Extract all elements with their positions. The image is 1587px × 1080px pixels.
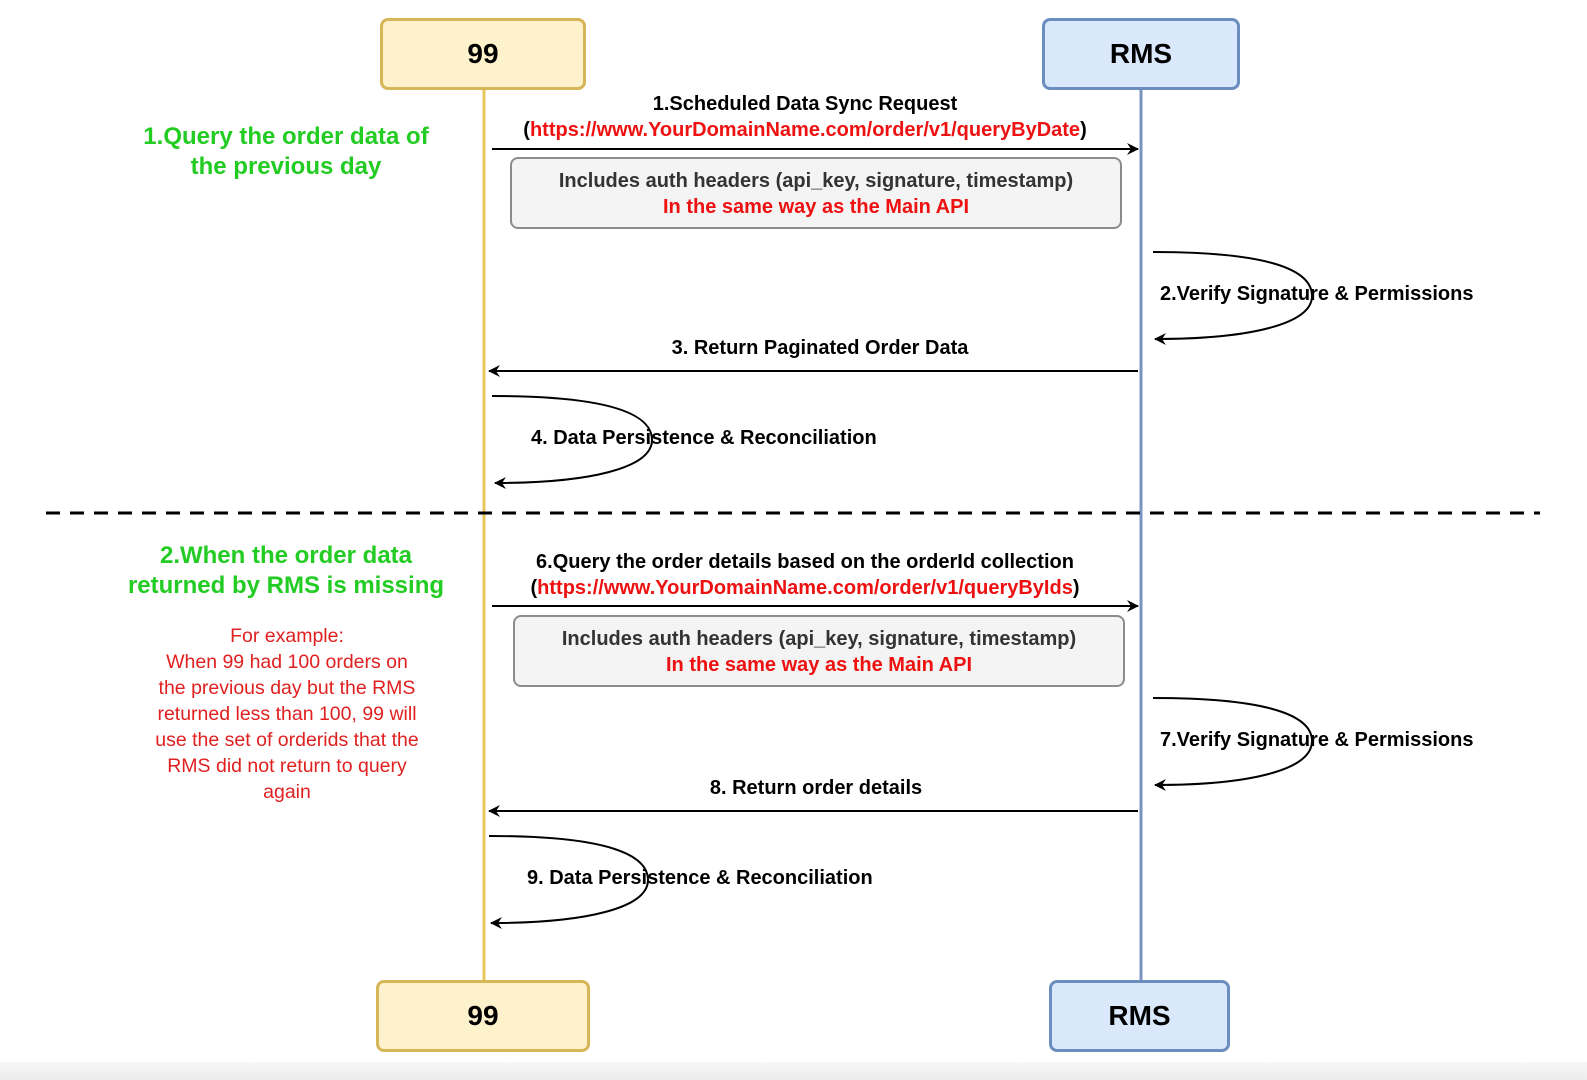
section1-title: 1.Query the order data of the previous d… [100,122,472,182]
auth-note-2: Includes auth headers (api_key, signatur… [513,615,1125,687]
msg2-label: 2.Verify Signature & Permissions [1160,283,1474,305]
msg1-url: https://www.YourDomainName.com/order/v1/… [529,119,1081,141]
msg1-url-line: (https://www.YourDomainName.com/order/v1… [523,119,1086,142]
auth-note-2-line2: In the same way as the Main API [665,654,973,676]
example-note: For example: When 99 had 100 orders on t… [126,623,448,805]
section1-title-line2: the previous day [190,153,382,180]
example-line: When 99 had 100 orders on [166,651,408,673]
participant-rms-top: RMS [1042,18,1240,90]
arrow-msg9 [488,835,650,929]
msg6-url-line: (https://www.YourDomainName.com/order/v1… [530,577,1079,600]
msg6-label: 6.Query the order details based on the o… [536,551,1074,573]
participant-rms-label: RMS [1108,1000,1171,1031]
example-line: returned less than 100, 99 will [157,703,417,725]
example-line: RMS did not return to query [167,755,407,777]
msg4-label: 4. Data Persistence & Reconciliation [531,427,877,449]
msg9-label: 9. Data Persistence & Reconciliation [527,867,873,889]
section2-title-line1: 2.When the order data [159,542,413,569]
example-line: again [263,781,311,803]
auth-note-2-line1: Includes auth headers (api_key, signatur… [561,628,1077,650]
example-line: the previous day but the RMS [158,677,416,699]
msg8-label: 8. Return order details [709,777,923,799]
msg7-label: 7.Verify Signature & Permissions [1160,729,1474,751]
participant-99-label: 99 [467,38,499,69]
msg3-label: 3. Return Paginated Order Data [671,337,969,359]
auth-note-1-line1: Includes auth headers (api_key, signatur… [558,170,1074,192]
participant-rms-label: RMS [1109,38,1173,69]
bottom-strip [0,1062,1587,1080]
msg6-url-close: ) [1072,577,1080,599]
auth-note-1-line2: In the same way as the Main API [662,196,970,218]
auth-note-1: Includes auth headers (api_key, signatur… [510,157,1122,229]
arrow-msg7 [1152,697,1314,791]
msg1-url-open: ( [523,119,530,141]
msg1-url-close: ) [1080,119,1087,141]
participant-99-top: 99 [380,18,586,90]
msg6-url-open: ( [530,577,538,599]
participant-rms-bottom: RMS [1049,980,1230,1052]
msg1-label: 1.Scheduled Data Sync Request [652,93,958,115]
participant-99-label: 99 [467,1000,499,1031]
section2-title-line2: returned by RMS is missing [127,572,445,599]
arrow-msg4 [491,395,654,489]
section2-title: 2.When the order data returned by RMS is… [100,541,472,601]
example-line: use the set of orderids that the [155,729,419,751]
section1-title-line1: 1.Query the order data of [143,123,429,150]
msg6-url: https://www.YourDomainName.com/order/v1/… [537,577,1073,599]
arrow-msg2 [1152,251,1314,345]
example-line: For example: [230,625,344,647]
participant-99-bottom: 99 [376,980,590,1052]
